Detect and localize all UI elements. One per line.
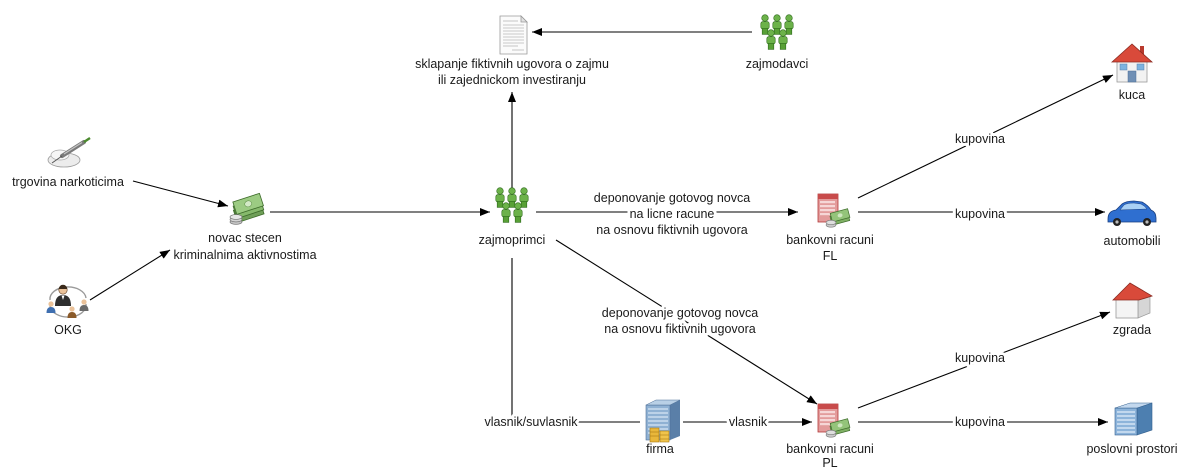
node-racuni-fl: bankovni racuni FL xyxy=(786,193,874,263)
edge-firma-to-zajmoprimci xyxy=(511,258,640,423)
edge-label-deponovanje-pl-line1: deponovanje gotovog novca xyxy=(602,306,758,320)
people-group-icon xyxy=(761,15,793,50)
office-building-icon xyxy=(1114,402,1153,436)
edge-label-deponovanje-pl-line2: na osnovu fiktivnih ugovora xyxy=(604,322,756,336)
node-label-line2: PL xyxy=(822,456,837,469)
building-side xyxy=(670,400,680,440)
bill-seal xyxy=(244,200,252,208)
edge-label-kupovina-kuca: kupovina xyxy=(955,132,1005,146)
bank-account-icon xyxy=(817,403,852,438)
node-label: zajmoprimci xyxy=(479,233,546,247)
criminal-group-icon xyxy=(46,284,89,318)
car-icon xyxy=(1107,200,1157,226)
node-label-line1: bankovni racuni xyxy=(786,442,874,456)
node-label-line2: ili zajednickom investiranju xyxy=(438,73,586,87)
house-roof xyxy=(1110,43,1154,63)
office-roof xyxy=(1114,402,1153,409)
syringe-barrel-highlight xyxy=(63,141,83,155)
document-icon xyxy=(499,15,528,55)
node-zajmodavci: zajmodavci xyxy=(746,15,809,71)
building-roof xyxy=(1112,282,1153,301)
node-label: poslovni prostori xyxy=(1086,442,1177,456)
member-head xyxy=(69,306,75,312)
company-building-icon xyxy=(645,399,681,443)
building-roof xyxy=(645,399,681,406)
coin-stack xyxy=(649,427,660,443)
node-trgovina-narkoticima: trgovina narkoticima xyxy=(12,137,124,189)
syringe-plunger xyxy=(83,137,91,143)
house-window xyxy=(1119,63,1128,71)
car-window xyxy=(1119,202,1148,211)
drugs-syringe-icon xyxy=(47,137,91,168)
node-label: zgrada xyxy=(1113,323,1151,337)
node-kuca: kuca xyxy=(1110,43,1154,102)
member-body xyxy=(79,305,89,311)
house-chimney xyxy=(1140,46,1144,55)
people-group-icon xyxy=(496,188,528,223)
edge-label-vlasnik-suvlasnik: vlasnik/suvlasnik xyxy=(484,415,578,429)
car-hubcap xyxy=(1145,220,1149,224)
house-window xyxy=(1136,63,1145,71)
node-label-line2: kriminalnima aktivnostima xyxy=(173,248,316,262)
node-poslovni-prostori: poslovni prostori xyxy=(1086,402,1178,456)
edge-bend-dot xyxy=(510,419,514,423)
document-page xyxy=(499,15,528,55)
office-windows xyxy=(1117,411,1135,433)
edges xyxy=(89,28,1114,426)
node-zajmoprimci: zajmoprimci xyxy=(479,188,546,247)
node-label-line1: novac stecen xyxy=(208,231,282,245)
document-fold xyxy=(520,15,528,23)
node-label: OKG xyxy=(54,323,82,337)
node-ugovor: sklapanje fiktivnih ugovora o zajmu ili … xyxy=(415,15,609,87)
node-label: trgovina narkoticima xyxy=(12,175,124,189)
node-label: firma xyxy=(646,442,674,456)
coin xyxy=(229,214,243,220)
node-label: zajmodavci xyxy=(746,57,809,71)
edge-trgovina-to-novac xyxy=(132,180,229,208)
node-label-line1: bankovni racuni xyxy=(786,233,874,247)
edge-label-kupovina-zgrada: kupovina xyxy=(955,351,1005,365)
edge-labels: deponovanje gotovog novca na licne racun… xyxy=(481,129,1008,432)
coin-stack xyxy=(659,430,670,443)
node-racuni-pl: bankovni racuni PL xyxy=(786,403,874,469)
edge-label-deponovanje-fl-line3: na osnovu fiktivnih ugovora xyxy=(596,223,748,237)
gold-coin-stack xyxy=(649,427,670,443)
house-icon xyxy=(1110,43,1154,83)
member-head xyxy=(48,301,54,307)
edge-label-deponovanje-fl-line1: deponovanje gotovog novca xyxy=(594,191,750,205)
document-text-lines xyxy=(503,20,524,51)
node-label: kuca xyxy=(1119,88,1145,102)
node-zgrada: zgrada xyxy=(1112,282,1153,337)
member-body xyxy=(46,307,56,313)
leader-shirt xyxy=(61,295,65,300)
office-side xyxy=(1136,402,1153,436)
edge-label-deponovanje-fl-line2: na licne racune xyxy=(630,207,715,221)
syringe-needle xyxy=(51,155,63,164)
money-icon xyxy=(229,192,265,225)
member-body xyxy=(67,312,77,318)
car-hubcap xyxy=(1115,220,1119,224)
syringe-barrel xyxy=(59,139,87,159)
edge-label-vlasnik: vlasnik xyxy=(729,415,768,429)
member-head xyxy=(81,299,87,305)
edge-racuni-fl-to-kuca xyxy=(857,74,1114,199)
node-okg: OKG xyxy=(46,284,89,337)
edge-label-kupovina-poslovni-prostori: kupovina xyxy=(955,415,1005,429)
node-label: automobili xyxy=(1104,234,1161,248)
edge-label-kupovina-automobili: kupovina xyxy=(955,207,1005,221)
edge-okg-to-novac xyxy=(89,249,171,301)
edge-racuni-pl-to-zgrada xyxy=(857,311,1111,409)
leader-hair xyxy=(58,284,68,289)
node-label-line1: sklapanje fiktivnih ugovora o zajmu xyxy=(415,57,609,71)
edge-zajmoprimci-to-racuni-pl xyxy=(555,239,818,405)
house-door xyxy=(1127,70,1137,83)
node-label-line2: FL xyxy=(823,249,838,263)
node-firma: firma xyxy=(645,399,681,456)
node-automobili: automobili xyxy=(1104,200,1161,248)
node-novac: novac stecen kriminalnima aktivnostima xyxy=(173,192,317,262)
bank-account-icon xyxy=(817,193,852,228)
building-icon xyxy=(1112,282,1153,319)
leader-suit xyxy=(55,295,71,306)
